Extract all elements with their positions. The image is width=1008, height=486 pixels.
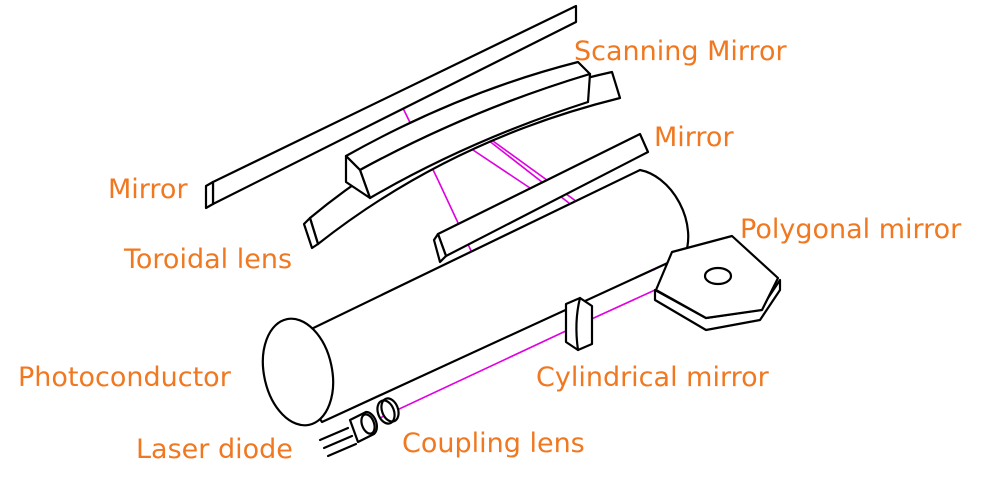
- beam-cylindrical-mirror-to-polygon: [584, 289, 656, 323]
- label-scanning-mirror: Scanning Mirror: [574, 36, 788, 67]
- label-laser-diode: Laser diode: [136, 434, 293, 465]
- scanning-mirror-end: [344, 154, 372, 200]
- mirror-top-strip: [432, 132, 650, 264]
- photoconductor-drum: [261, 168, 690, 427]
- mirror-left-end: [204, 180, 215, 210]
- polygonal-mirror: [653, 234, 782, 332]
- photoconductor-end-face: [261, 317, 335, 427]
- part-labels: Scanning Mirror Mirror Mirror Polygonal …: [18, 36, 962, 465]
- beam-scanning-mirror-to-mirror: [469, 147, 531, 189]
- scanning-mirror-front: [358, 72, 592, 200]
- laser-diode-pin-2: [322, 434, 354, 450]
- cylindrical-mirror: [564, 296, 594, 352]
- label-mirror-top: Mirror: [654, 122, 734, 153]
- coupling-lens: [376, 397, 400, 425]
- laser-diode-pin-3: [326, 442, 358, 458]
- polygonal-mirror-shaft-hole: [703, 266, 733, 286]
- label-photoconductor: Photoconductor: [18, 362, 232, 393]
- mirror-left-strip: [204, 4, 578, 210]
- laser-diode-window: [360, 413, 376, 435]
- label-coupling-lens: Coupling lens: [402, 428, 585, 459]
- label-toroidal-lens: Toroidal lens: [123, 244, 292, 275]
- scanning-mirror: [344, 60, 592, 200]
- mirror-top-end: [432, 232, 448, 264]
- coupling-lens-rim: [376, 399, 396, 425]
- laser-diode-pin-1: [318, 426, 350, 442]
- laser-diode: [318, 410, 378, 458]
- beam-diode-to-cylindrical-mirror: [379, 321, 586, 419]
- label-cylindrical-mirror: Cylindrical mirror: [536, 362, 770, 393]
- label-mirror-left: Mirror: [108, 174, 188, 205]
- label-polygonal-mirror: Polygonal mirror: [740, 214, 962, 245]
- cylindrical-mirror-curve: [575, 296, 582, 352]
- toroidal-lens-end: [302, 216, 320, 250]
